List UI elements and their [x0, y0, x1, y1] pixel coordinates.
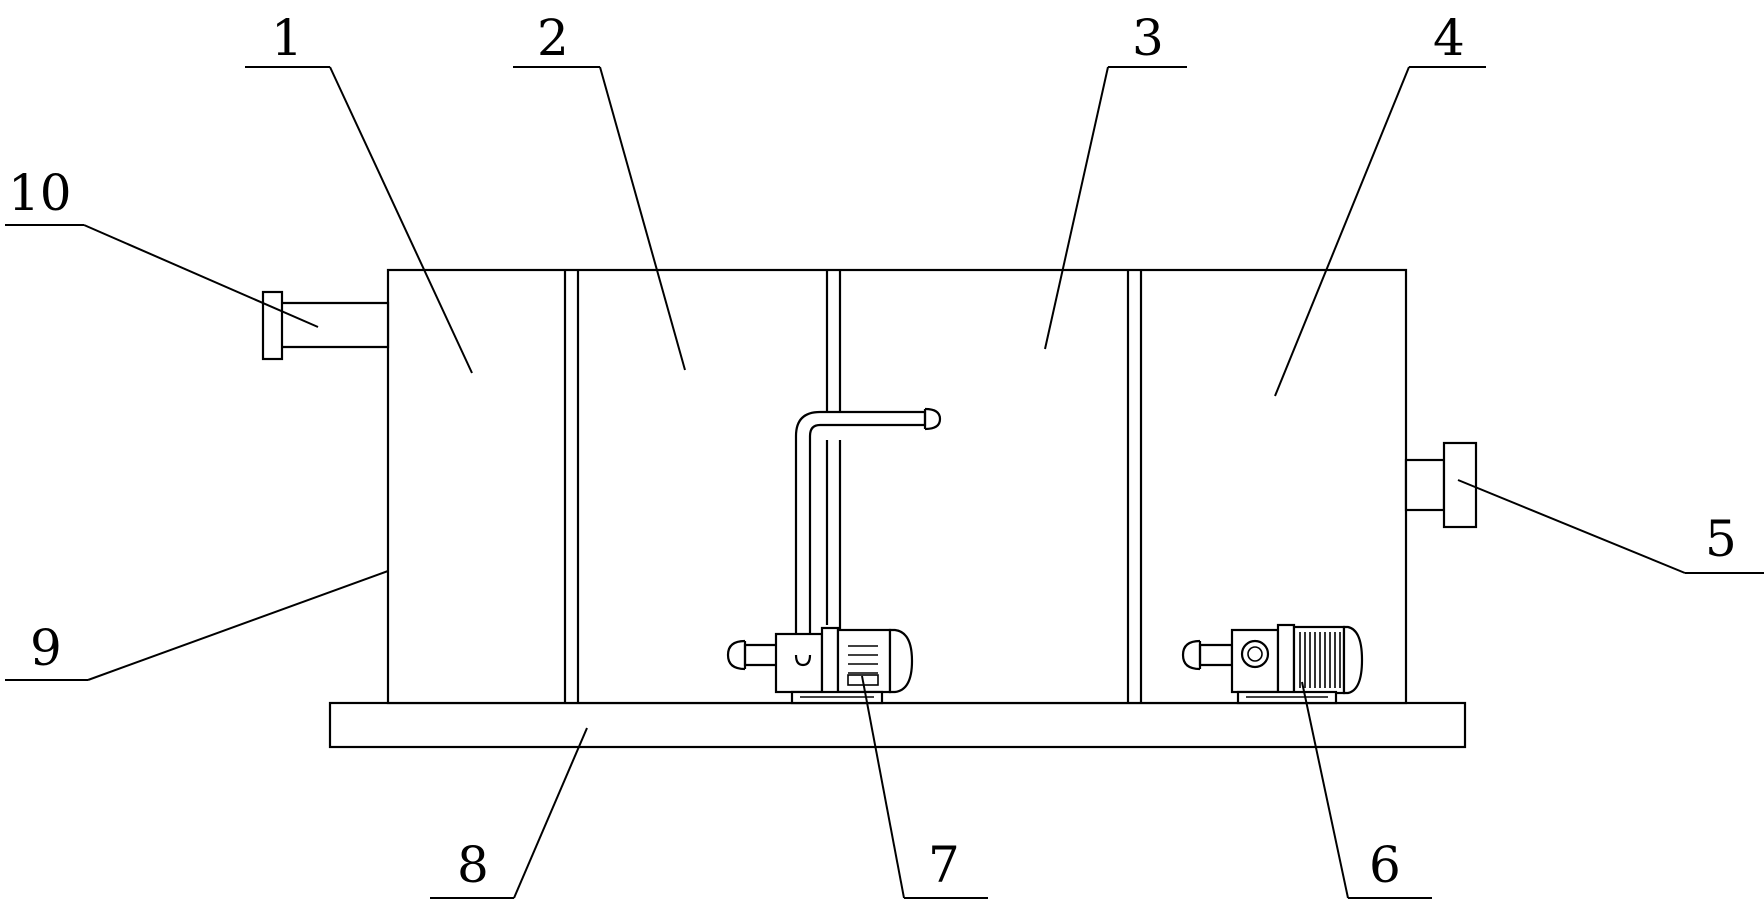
outlet-pipe — [1404, 441, 1478, 529]
callout-9: 9 — [30, 619, 62, 677]
callout-1: 1 — [271, 9, 303, 67]
callout-8: 8 — [457, 836, 489, 894]
lift-pump — [726, 407, 942, 705]
callout-2: 2 — [537, 9, 569, 67]
callout-7: 7 — [928, 836, 960, 894]
callout-5: 5 — [1705, 510, 1737, 568]
base-plate — [328, 701, 1467, 749]
inlet-pipe — [261, 290, 390, 361]
callout-10: 10 — [8, 164, 72, 222]
callout-6: 6 — [1369, 836, 1401, 894]
partition-wall-1 — [563, 270, 580, 703]
partition-wall-3 — [1126, 270, 1143, 703]
callout-4: 4 — [1433, 9, 1465, 67]
callout-3: 3 — [1132, 9, 1164, 67]
leader-lines — [5, 66, 1764, 899]
